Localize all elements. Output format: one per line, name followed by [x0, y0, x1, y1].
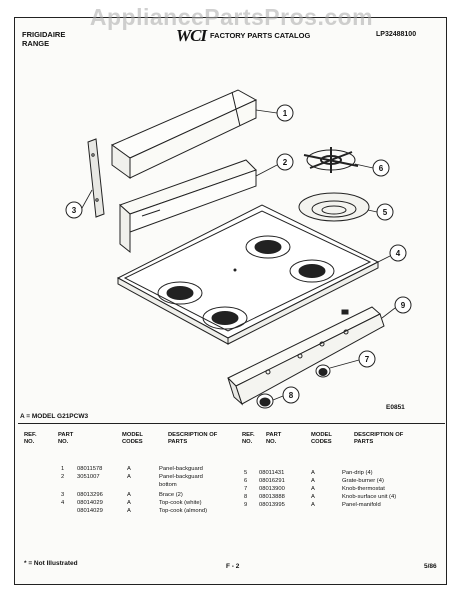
ref-cell: 4: [61, 500, 65, 506]
part-cell: 3051007: [77, 474, 100, 480]
thermostat-knob-part: [315, 364, 331, 378]
code-cell: A: [127, 508, 131, 514]
callout-6: 6: [372, 159, 390, 177]
part-cell: 08013995: [259, 502, 285, 508]
desc-cell: Pan-drip (4): [342, 470, 373, 476]
model-line: A = MODEL G21PCW3: [20, 413, 89, 420]
cooktop-part: [116, 204, 380, 345]
svg-text:3: 3: [72, 206, 77, 215]
footnote: * = Not Illustrated: [24, 560, 78, 567]
ref-cell: 5: [244, 470, 248, 476]
page-number: F - 2: [226, 563, 240, 570]
backguard-panel-part: [110, 89, 258, 179]
part-cell: 08013900: [259, 486, 285, 492]
part-cell: 08011578: [77, 466, 103, 472]
code-cell: A: [127, 500, 131, 506]
header-model-codes-right: MODEL CODES: [311, 432, 332, 445]
header-part-no-right: PART NO.: [266, 432, 282, 445]
header-model-codes: MODEL CODES: [122, 432, 143, 445]
desc-cell: Panel-backguard: [159, 474, 203, 480]
part-cell: 08011431: [259, 470, 285, 476]
catalog-title: FACTORY PARTS CATALOG: [210, 31, 311, 40]
code-cell: A: [127, 466, 131, 472]
desc-cell: Panel-backguard: [159, 466, 203, 472]
ref-cell: 8: [244, 494, 248, 500]
part-cell: 08014029: [77, 508, 103, 514]
header-part-no: PART NO.: [58, 432, 74, 445]
svg-text:1: 1: [283, 109, 288, 118]
svg-text:8: 8: [289, 391, 294, 400]
svg-text:2: 2: [283, 158, 288, 167]
desc-cell: Knob-surface unit (4): [342, 494, 397, 500]
callout-9: 9: [394, 296, 412, 314]
svg-text:4: 4: [396, 249, 401, 258]
part-cell: 08013888: [259, 494, 285, 500]
brand-block: FRIGIDAIRE RANGE: [22, 30, 65, 48]
desc-cell: Knob-thermostat: [342, 486, 385, 492]
watermark: AppliancePartsPros.com: [89, 4, 374, 30]
callout-8: 8: [282, 386, 300, 404]
table-top-rule: [18, 423, 445, 424]
ref-cell: 2: [61, 474, 65, 480]
callout-2: 2: [276, 153, 294, 171]
callout-3: 3: [65, 201, 83, 219]
callout-4: 4: [389, 244, 407, 262]
part-cell: 08013296: [77, 492, 103, 498]
code-cell: A: [311, 502, 315, 508]
revision-date: 5/86: [424, 563, 437, 570]
part-cell: 08016291: [259, 478, 285, 484]
ref-cell: 3: [61, 492, 65, 498]
code-cell: A: [311, 486, 315, 492]
svg-text:6: 6: [379, 164, 384, 173]
svg-text:5: 5: [383, 208, 388, 217]
callout-7: 7: [358, 350, 376, 368]
ref-cell: 1: [61, 466, 65, 472]
leader-lines: [81, 109, 396, 401]
code-cell: A: [311, 494, 315, 500]
svg-text:7: 7: [365, 355, 370, 364]
ref-cell: 6: [244, 478, 248, 484]
svg-text:9: 9: [401, 301, 406, 310]
drip-pan-part: [298, 192, 370, 222]
part-cell: 08014029: [77, 500, 103, 506]
wci-logo: WCI: [176, 26, 207, 45]
code-cell: A: [311, 470, 315, 476]
code-cell: A: [127, 492, 131, 498]
callout-1: 1: [276, 104, 294, 122]
code-cell: A: [311, 478, 315, 484]
desc-cell: Panel-manifold: [342, 502, 381, 508]
brace-part: [87, 138, 105, 218]
callout-5: 5: [376, 203, 394, 221]
diagram-code: E0851: [386, 404, 405, 411]
product-name: RANGE: [22, 39, 50, 48]
header-description: DESCRIPTION OF PARTS: [168, 432, 218, 445]
desc-cell: Brace (2): [159, 492, 183, 498]
header-ref-no: REF. NO.: [24, 432, 37, 445]
ref-cell: 7: [244, 486, 248, 492]
manifold-panel-part: [227, 306, 385, 406]
code-cell: A: [127, 474, 131, 480]
catalog-number: LP32488100: [376, 31, 417, 38]
ref-cell: 9: [244, 502, 248, 508]
desc-cell: Top-cook (white): [159, 500, 202, 506]
surface-knob-part: [256, 393, 274, 409]
backguard-bottom-part: [119, 159, 257, 254]
burner-grate-part: [303, 147, 359, 173]
header-ref-no-right: REF. NO.: [242, 432, 255, 445]
desc-cell: Top-cook (almond): [159, 508, 208, 514]
desc-cell: bottom: [159, 482, 177, 488]
header-description-right: DESCRIPTION OF PARTS: [354, 432, 404, 445]
desc-cell: Grate-burner (4): [342, 478, 384, 484]
brand-name: FRIGIDAIRE: [22, 30, 66, 39]
